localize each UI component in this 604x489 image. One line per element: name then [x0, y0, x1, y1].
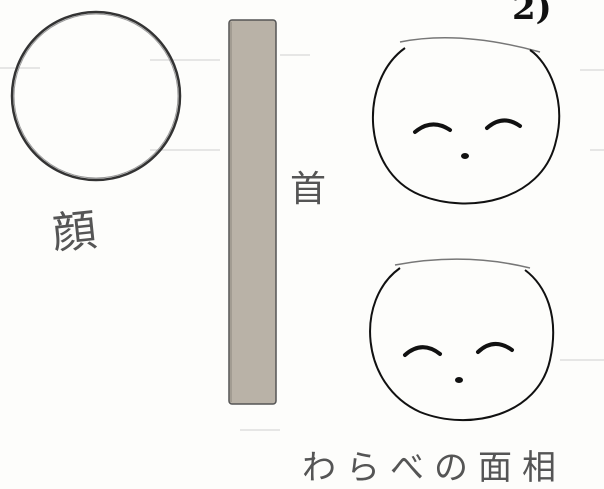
- face-label: 顔: [49, 204, 100, 261]
- neck-strip: [228, 19, 277, 405]
- face-smiling-eyes: [369, 258, 555, 422]
- face-closed-eyes: [371, 37, 561, 205]
- neck-label: 首: [290, 169, 327, 210]
- plain-face-circle: [10, 10, 182, 182]
- corner-mark: 2): [512, 0, 552, 28]
- caption-label: わらべの面相: [302, 448, 566, 488]
